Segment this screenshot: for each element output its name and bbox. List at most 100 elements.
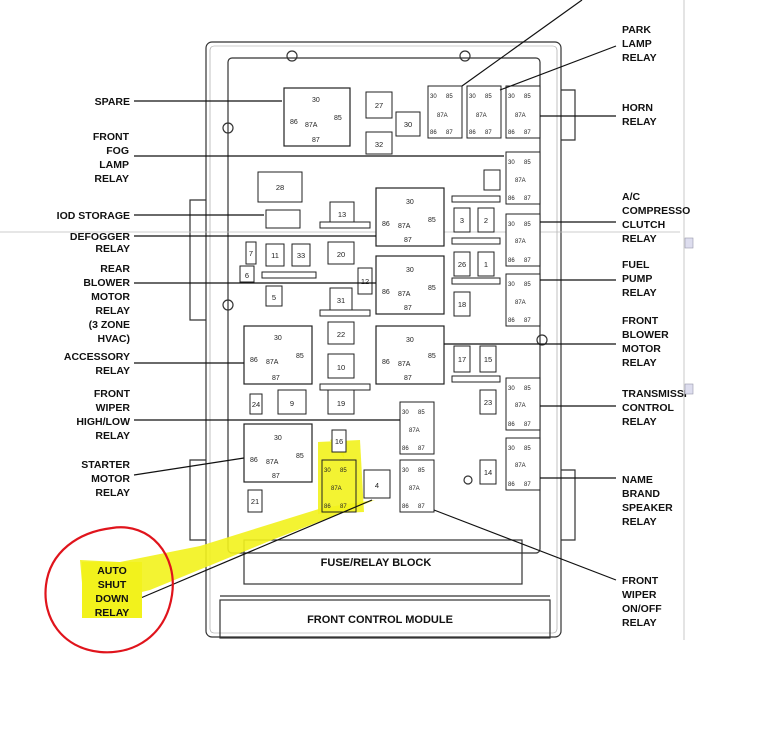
svg-text:87A: 87A <box>266 459 279 466</box>
svg-text:PUMP: PUMP <box>622 273 652 285</box>
svg-text:86: 86 <box>324 504 331 510</box>
svg-text:7: 7 <box>249 249 253 258</box>
svg-text:30: 30 <box>508 222 515 228</box>
fuse-20: 20 <box>327 241 355 265</box>
svg-text:TRANSMISSI: TRANSMISSI <box>622 388 687 400</box>
svg-text:26: 26 <box>458 260 466 269</box>
svg-text:RELAY: RELAY <box>622 233 657 245</box>
label-accessory-relay: ACCESSORY RELAY <box>64 351 130 377</box>
svg-text:FRONT: FRONT <box>94 388 131 400</box>
svg-text:85: 85 <box>524 282 531 288</box>
fuse-6: 6 <box>239 265 255 283</box>
svg-text:86: 86 <box>508 422 515 428</box>
svg-text:MOTOR: MOTOR <box>91 473 130 485</box>
relay-spare: 30 86 87A 85 87 <box>283 87 351 147</box>
svg-text:86: 86 <box>469 130 476 136</box>
svg-text:86: 86 <box>508 482 515 488</box>
svg-text:DEFOGGER: DEFOGGER <box>70 231 131 243</box>
svg-text:FOG: FOG <box>106 145 129 157</box>
svg-text:11: 11 <box>271 251 279 260</box>
svg-text:30: 30 <box>404 120 412 129</box>
svg-text:85: 85 <box>428 285 436 292</box>
svg-text:30: 30 <box>406 199 414 206</box>
svg-text:BRAND: BRAND <box>622 488 660 500</box>
svg-text:LAMP: LAMP <box>622 38 652 50</box>
svg-text:RELAY: RELAY <box>622 516 657 528</box>
svg-text:87: 87 <box>272 375 280 382</box>
fuse-27: 27 <box>365 91 393 119</box>
svg-text:RELAY: RELAY <box>622 416 657 428</box>
svg-text:30: 30 <box>508 94 515 100</box>
svg-text:18: 18 <box>458 300 466 309</box>
svg-text:SPEAKER: SPEAKER <box>622 502 673 514</box>
svg-text:LAMP: LAMP <box>99 159 129 171</box>
fuse-14: 14 <box>479 459 497 485</box>
label-horn-relay: HORN RELAY <box>622 102 657 128</box>
svg-text:1: 1 <box>484 260 488 269</box>
svg-text:MOTOR: MOTOR <box>622 343 661 355</box>
svg-text:27: 27 <box>375 101 383 110</box>
svg-text:86: 86 <box>508 258 515 264</box>
svg-text:87: 87 <box>404 305 412 312</box>
svg-text:87A: 87A <box>437 113 448 119</box>
svg-text:HVAC): HVAC) <box>98 333 130 345</box>
svg-text:30: 30 <box>406 337 414 344</box>
label-starter-motor-relay: STARTER MOTOR RELAY <box>81 459 130 499</box>
label-rear-blower-motor-relay: REAR BLOWER MOTOR RELAY (3 ZONE HVAC) <box>83 263 130 345</box>
svg-text:87: 87 <box>485 130 492 136</box>
svg-text:6: 6 <box>245 271 249 280</box>
svg-text:20: 20 <box>337 250 345 259</box>
svg-text:5: 5 <box>272 293 276 302</box>
label-defogger-relay: DEFOGGER RELAY <box>70 231 131 255</box>
svg-text:87: 87 <box>524 482 531 488</box>
svg-text:87A: 87A <box>515 300 526 306</box>
svg-text:RELAY: RELAY <box>95 430 130 442</box>
svg-text:87: 87 <box>418 446 425 452</box>
svg-text:30: 30 <box>406 267 414 274</box>
svg-text:87: 87 <box>524 258 531 264</box>
svg-text:PARK: PARK <box>622 24 651 36</box>
label-name-brand-speaker-relay: NAME BRAND SPEAKER RELAY <box>622 474 673 528</box>
fuse-31: 31 <box>329 287 353 311</box>
svg-text:33: 33 <box>297 251 305 260</box>
fuse-33: 33 <box>291 243 311 267</box>
fuse-21: 21 <box>247 489 263 513</box>
fuse-32: 32 <box>365 131 393 155</box>
svg-text:FRONT: FRONT <box>622 315 659 327</box>
svg-text:AUTO: AUTO <box>97 565 127 577</box>
fuse-5: 5 <box>265 285 283 307</box>
fuse-26: 26 <box>453 251 471 277</box>
svg-text:86: 86 <box>250 357 258 364</box>
svg-text:FUEL: FUEL <box>622 259 650 271</box>
svg-text:WIPER: WIPER <box>96 402 131 414</box>
svg-text:85: 85 <box>446 94 453 100</box>
label-front-blower-motor-relay: FRONT BLOWER MOTOR RELAY <box>622 315 669 369</box>
svg-text:14: 14 <box>484 468 492 477</box>
relay-horn: 30 85 87A 86 87 <box>505 85 541 139</box>
fuse-24: 24 <box>249 393 263 415</box>
svg-text:BLOWER: BLOWER <box>622 329 669 341</box>
svg-text:FRONT: FRONT <box>93 131 130 143</box>
svg-text:STARTER: STARTER <box>81 459 130 471</box>
fuse-7: 7 <box>245 241 257 265</box>
asd-red-circle <box>44 526 174 654</box>
blank-strip <box>451 237 501 245</box>
blank-strip <box>451 277 501 285</box>
label-iod-storage: IOD STORAGE <box>57 210 130 222</box>
blank-strip <box>319 221 371 229</box>
svg-text:REAR: REAR <box>100 263 130 275</box>
svg-text:NAME: NAME <box>622 474 653 486</box>
fuse-10: 10 <box>327 353 355 379</box>
svg-text:A/C: A/C <box>622 191 641 203</box>
svg-text:30: 30 <box>312 97 320 104</box>
relay-transmission-control: 30 85 87A 86 87 <box>505 377 541 431</box>
svg-text:87A: 87A <box>398 223 411 230</box>
relay-rear-blower-motor: 30 86 87A 85 87 <box>375 255 445 315</box>
relay-front-wiper-high-low: 30 85 87A 86 87 <box>399 401 435 455</box>
fuse-15: 15 <box>479 345 497 373</box>
svg-text:87A: 87A <box>409 486 420 492</box>
fuse-1: 1 <box>477 251 495 277</box>
svg-text:87: 87 <box>404 375 412 382</box>
svg-text:87: 87 <box>524 422 531 428</box>
svg-text:4: 4 <box>375 481 379 490</box>
